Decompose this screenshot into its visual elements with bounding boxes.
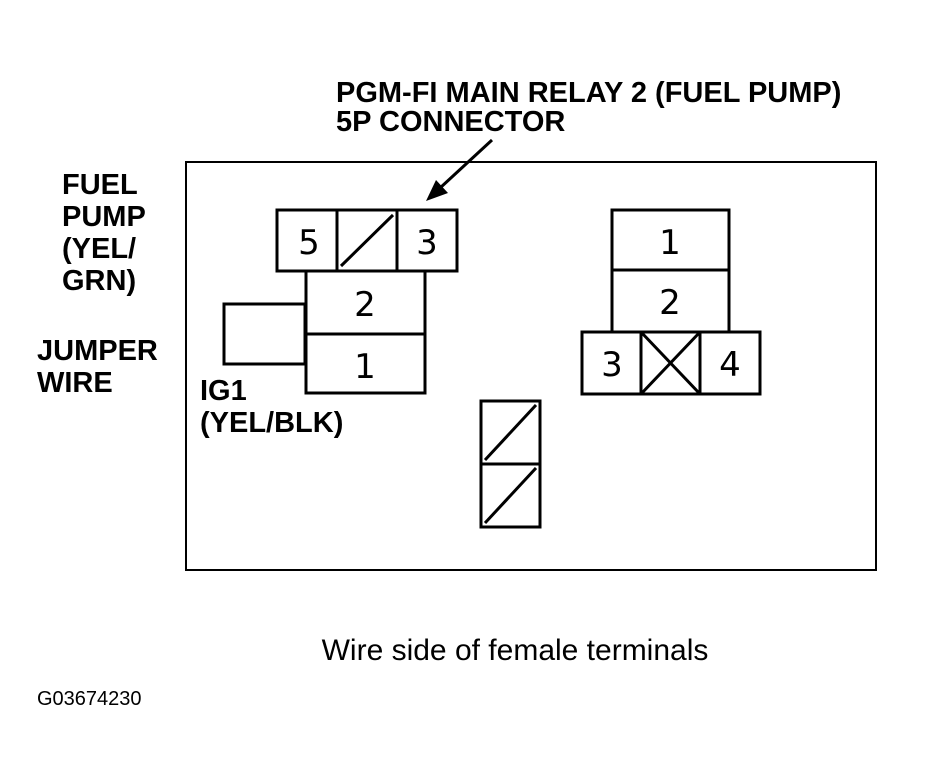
5p-pin-1: 1 [354, 347, 376, 387]
title-line-2: 5P CONNECTOR [336, 106, 565, 138]
connector-5p: 5 3 2 1 [275, 208, 459, 395]
fuel-pump-label-line-2: PUMP [62, 201, 146, 233]
connector-blank-2p [479, 399, 542, 529]
fuel-pump-label-line-3: (YEL/ [62, 233, 136, 265]
title-line-1: PGM-FI MAIN RELAY 2 (FUEL PUMP) [336, 77, 841, 109]
connector-frame [185, 161, 877, 571]
5p-pin-2: 2 [354, 285, 376, 325]
5p-pin-5: 5 [298, 223, 320, 263]
jumper-wire-label-line-2: WIRE [37, 367, 113, 399]
4p-empty-cavity-cross-b [639, 330, 702, 396]
4p-pin-2: 2 [659, 283, 681, 323]
4p-pin-3: 3 [601, 345, 623, 385]
5p-empty-cavity-slash [339, 213, 395, 268]
5p-pin-3: 3 [416, 223, 438, 263]
caption: Wire side of female terminals [322, 634, 709, 667]
4p-pin-4: 4 [719, 345, 741, 385]
pointer-arrow [426, 138, 494, 201]
fuel-pump-label-line-1: FUEL [62, 169, 138, 201]
figure-code: G03674230 [37, 688, 142, 710]
jumper-wire-box [222, 302, 307, 366]
ig1-label-line-1: IG1 [200, 375, 247, 407]
4p-pin-1: 1 [659, 223, 681, 263]
blank-cavity-slash-lower [483, 466, 538, 525]
fuel-pump-label-line-4: GRN) [62, 265, 136, 297]
ig1-label-line-2: (YEL/BLK) [200, 407, 343, 439]
jumper-wire-label-line-1: JUMPER [37, 335, 158, 367]
connector-4p: 1 2 3 4 [580, 208, 762, 396]
blank-cavity-slash-upper [483, 403, 538, 462]
